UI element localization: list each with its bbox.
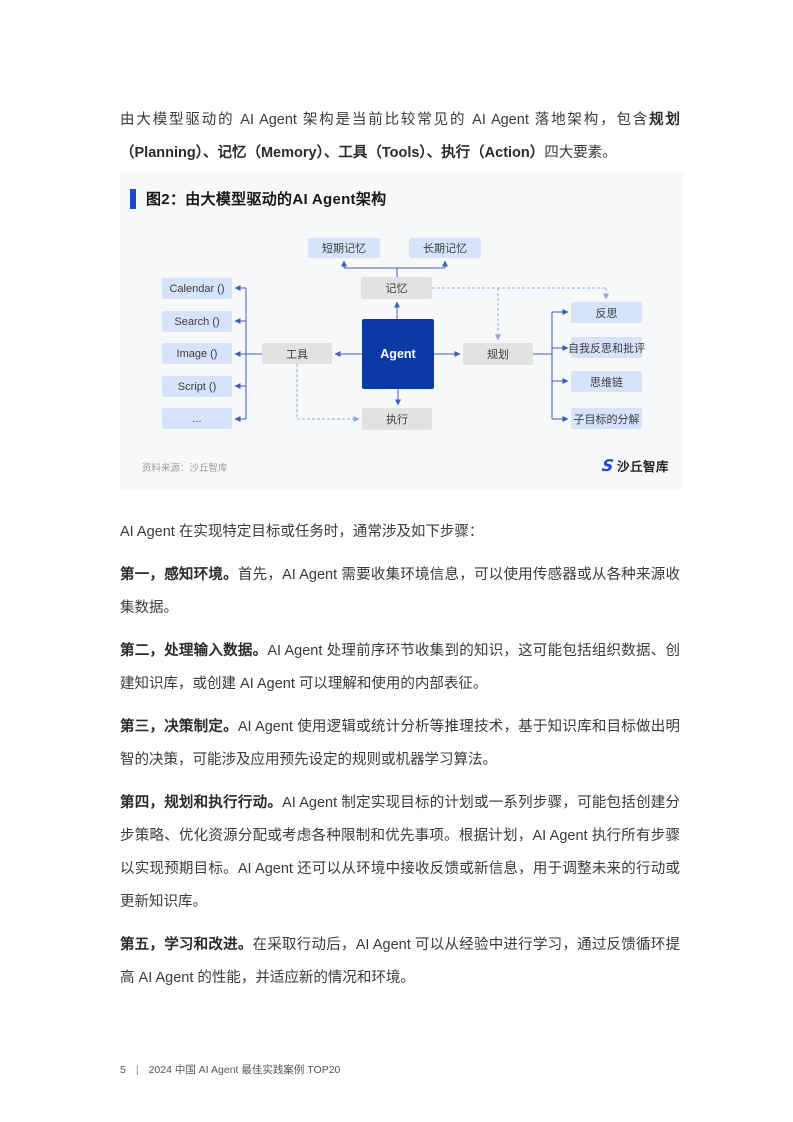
node-tools: 工具 (262, 343, 332, 364)
paragraph-lead: 第五，学习和改进。 (120, 937, 253, 953)
paragraph-text: AI Agent 使用逻辑或统计分析等推理技术，基于知识库和目标做出明智的决策，… (120, 719, 681, 768)
node-short-term-memory: 短期记忆 (308, 238, 380, 258)
page-number: 5 (120, 1063, 126, 1076)
tool-item-script: Script () (162, 376, 232, 397)
intro-text-post: 四大要素。 (544, 145, 617, 161)
brand-logo: S 沙丘智库 (601, 455, 669, 475)
figure-title-row: 图2：由大模型驱动的AI Agent架构 (130, 188, 386, 209)
intro-text-pre: 由大模型驱动的 AI Agent 架构是当前比较常见的 AI Agent 落地架… (120, 112, 650, 128)
planning-item-subgoal-decomposition: 子目标的分解 (571, 408, 642, 429)
steps-intro-paragraph: AI Agent 在实现特定目标或任务时，通常涉及如下步骤： (120, 524, 484, 540)
tool-item-calendar: Calendar () (162, 278, 232, 299)
sand-dune-logo-icon: S (601, 455, 616, 475)
document-page: 由大模型驱动的 AI Agent 架构是当前比较常见的 AI Agent 落地架… (120, 104, 683, 1005)
paragraph-step-4: 第四，规划和执行行动。AI Agent 制定实现目标的计划或一系列步骤，可能包括… (120, 787, 680, 919)
connector-lines (234, 260, 609, 422)
paragraph-step-1: 第一，感知环境。首先，AI Agent 需要收集环境信息，可以使用传感器或从各种… (120, 559, 680, 625)
page-footer: 5 | 2024 中国 AI Agent 最佳实践案例 TOP20 (120, 1062, 340, 1077)
node-planning: 规划 (463, 343, 533, 365)
figure-panel: 图2：由大模型驱动的AI Agent架构 (120, 172, 683, 490)
node-memory: 记忆 (361, 277, 432, 299)
figure-source-note: 资料来源：沙丘智库 (142, 463, 228, 474)
tool-item-more: ... (162, 408, 232, 429)
footer-divider: | (135, 1063, 139, 1076)
paragraph-lead: 第三，决策制定。 (120, 719, 238, 735)
paragraph-step-5: 第五，学习和改进。在采取行动后，AI Agent 可以从经验中进行学习，通过反馈… (120, 929, 680, 995)
paragraph-text: AI Agent 制定实现目标的计划或一系列步骤，可能包括创建分步策略、优化资源… (120, 795, 680, 910)
node-action: 执行 (362, 408, 432, 430)
intro-text-bold: 规划（Planning）、记忆（Memory）、工具（Tools）、执行（Act… (120, 112, 681, 161)
brand-name: 沙丘智库 (616, 460, 669, 474)
paragraph-lead: 第四，规划和执行行动。 (120, 795, 283, 811)
paragraph-step-3: 第三，决策制定。AI Agent 使用逻辑或统计分析等推理技术，基于知识库和目标… (120, 711, 680, 777)
paragraph-lead: 第二，处理输入数据。 (120, 643, 268, 659)
architecture-diagram: 短期记忆 长期记忆 记忆 Agent 工具 规划 执行 Calendar () … (120, 172, 683, 490)
paragraph-text: AI Agent 处理前序环节收集到的知识，这可能包括组织数据、创建知识库，或创… (120, 643, 680, 692)
paragraph-text: 在采取行动后，AI Agent 可以从经验中进行学习，通过反馈循环提高 AI A… (120, 937, 680, 986)
planning-item-self-critique: 自我反思和批评 (568, 337, 645, 358)
paragraph-text: 首先，AI Agent 需要收集环境信息，可以使用传感器或从各种来源收集数据。 (120, 567, 681, 616)
footer-title: 2024 中国 AI Agent 最佳实践案例 TOP20 (148, 1064, 341, 1076)
planning-item-chain-of-thought: 思维链 (571, 371, 642, 392)
figure-title: 图2：由大模型驱动的AI Agent架构 (146, 191, 387, 208)
tool-item-image: Image () (162, 343, 232, 364)
planning-item-reflection: 反思 (571, 302, 642, 323)
tool-item-search: Search () (162, 311, 232, 332)
figure-title-marker-icon (130, 188, 136, 209)
paragraph-lead: 第一，感知环境。 (120, 567, 238, 583)
node-long-term-memory: 长期记忆 (409, 238, 481, 258)
intro-paragraph: 由大模型驱动的 AI Agent 架构是当前比较常见的 AI Agent 落地架… (120, 104, 680, 170)
node-agent: Agent (362, 319, 434, 389)
paragraph-step-2: 第二，处理输入数据。AI Agent 处理前序环节收集到的知识，这可能包括组织数… (120, 635, 680, 701)
